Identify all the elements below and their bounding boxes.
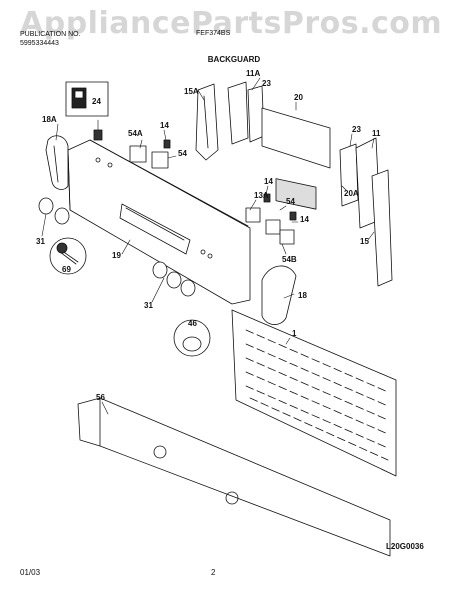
page-title: BACKGUARD (207, 55, 261, 64)
control-board (261, 107, 331, 210)
callout-19: 19 (112, 251, 121, 260)
rear-panel (231, 309, 397, 477)
callout-31-lower: 31 (144, 301, 153, 310)
publication-number: 5995334443 (20, 40, 59, 47)
end-cap-18 (261, 265, 297, 325)
callout-23-upper: 23 (262, 79, 271, 88)
callout-18: 18 (298, 291, 307, 300)
callout-18a: 18A (42, 115, 57, 124)
callout-11a: 11A (246, 69, 260, 78)
callout-46: 46 (188, 319, 197, 328)
callout-54a: 54A (128, 129, 143, 138)
callout-54-upper: 54 (178, 149, 187, 158)
callout-20: 20 (294, 93, 303, 102)
callout-54b: 54B (282, 255, 297, 264)
watermark: AppliancePartsPros.com (20, 6, 443, 41)
callout-56: 56 (96, 393, 105, 402)
callout-14-upper: 14 (160, 121, 169, 130)
part-69-screw (49, 237, 87, 275)
callout-20a: 20A (344, 189, 359, 198)
callout-14-lower: 14 (300, 215, 309, 224)
knobs-left (38, 197, 70, 225)
callout-69: 69 (62, 265, 71, 274)
callout-23-lower: 23 (352, 125, 361, 134)
part-46-button (173, 319, 211, 357)
publication-info: PUBLICATION NO. 5995334443 (20, 30, 81, 48)
footer-date: 01/03 (20, 568, 41, 577)
footer-diagram-code: L20G0036 (386, 542, 424, 551)
part-24-inset (65, 81, 109, 117)
knobs-lower (152, 261, 196, 297)
switches-lower (245, 193, 297, 245)
switches-upper (129, 139, 171, 169)
control-panel (67, 139, 251, 305)
bracket-15 (371, 169, 393, 287)
callout-labels: 24 18A 15A 11A 23 20 14 54A 54 23 11 20A… (36, 69, 381, 402)
footer-page: 2 (211, 568, 216, 577)
callout-24: 24 (92, 97, 101, 106)
callout-13a: 13A (254, 191, 269, 200)
bracket-15a (195, 83, 219, 161)
model-number: FEF374BS (196, 30, 231, 37)
bracket-11a (227, 81, 249, 145)
callout-11: 11 (372, 129, 381, 138)
bracket-23-lower (339, 143, 359, 207)
publication-label: PUBLICATION NO. (20, 31, 81, 38)
callout-54-lower: 54 (286, 197, 295, 206)
switch-part (93, 129, 103, 141)
callout-31-left: 31 (36, 237, 45, 246)
bottom-panel (77, 397, 391, 557)
callout-15: 15 (360, 237, 369, 246)
end-cap-left (45, 135, 69, 190)
callout-1: 1 (292, 329, 297, 338)
leader-lines (41, 77, 375, 415)
callout-15a: 15A (184, 87, 199, 96)
callout-14-middle: 14 (264, 177, 273, 186)
